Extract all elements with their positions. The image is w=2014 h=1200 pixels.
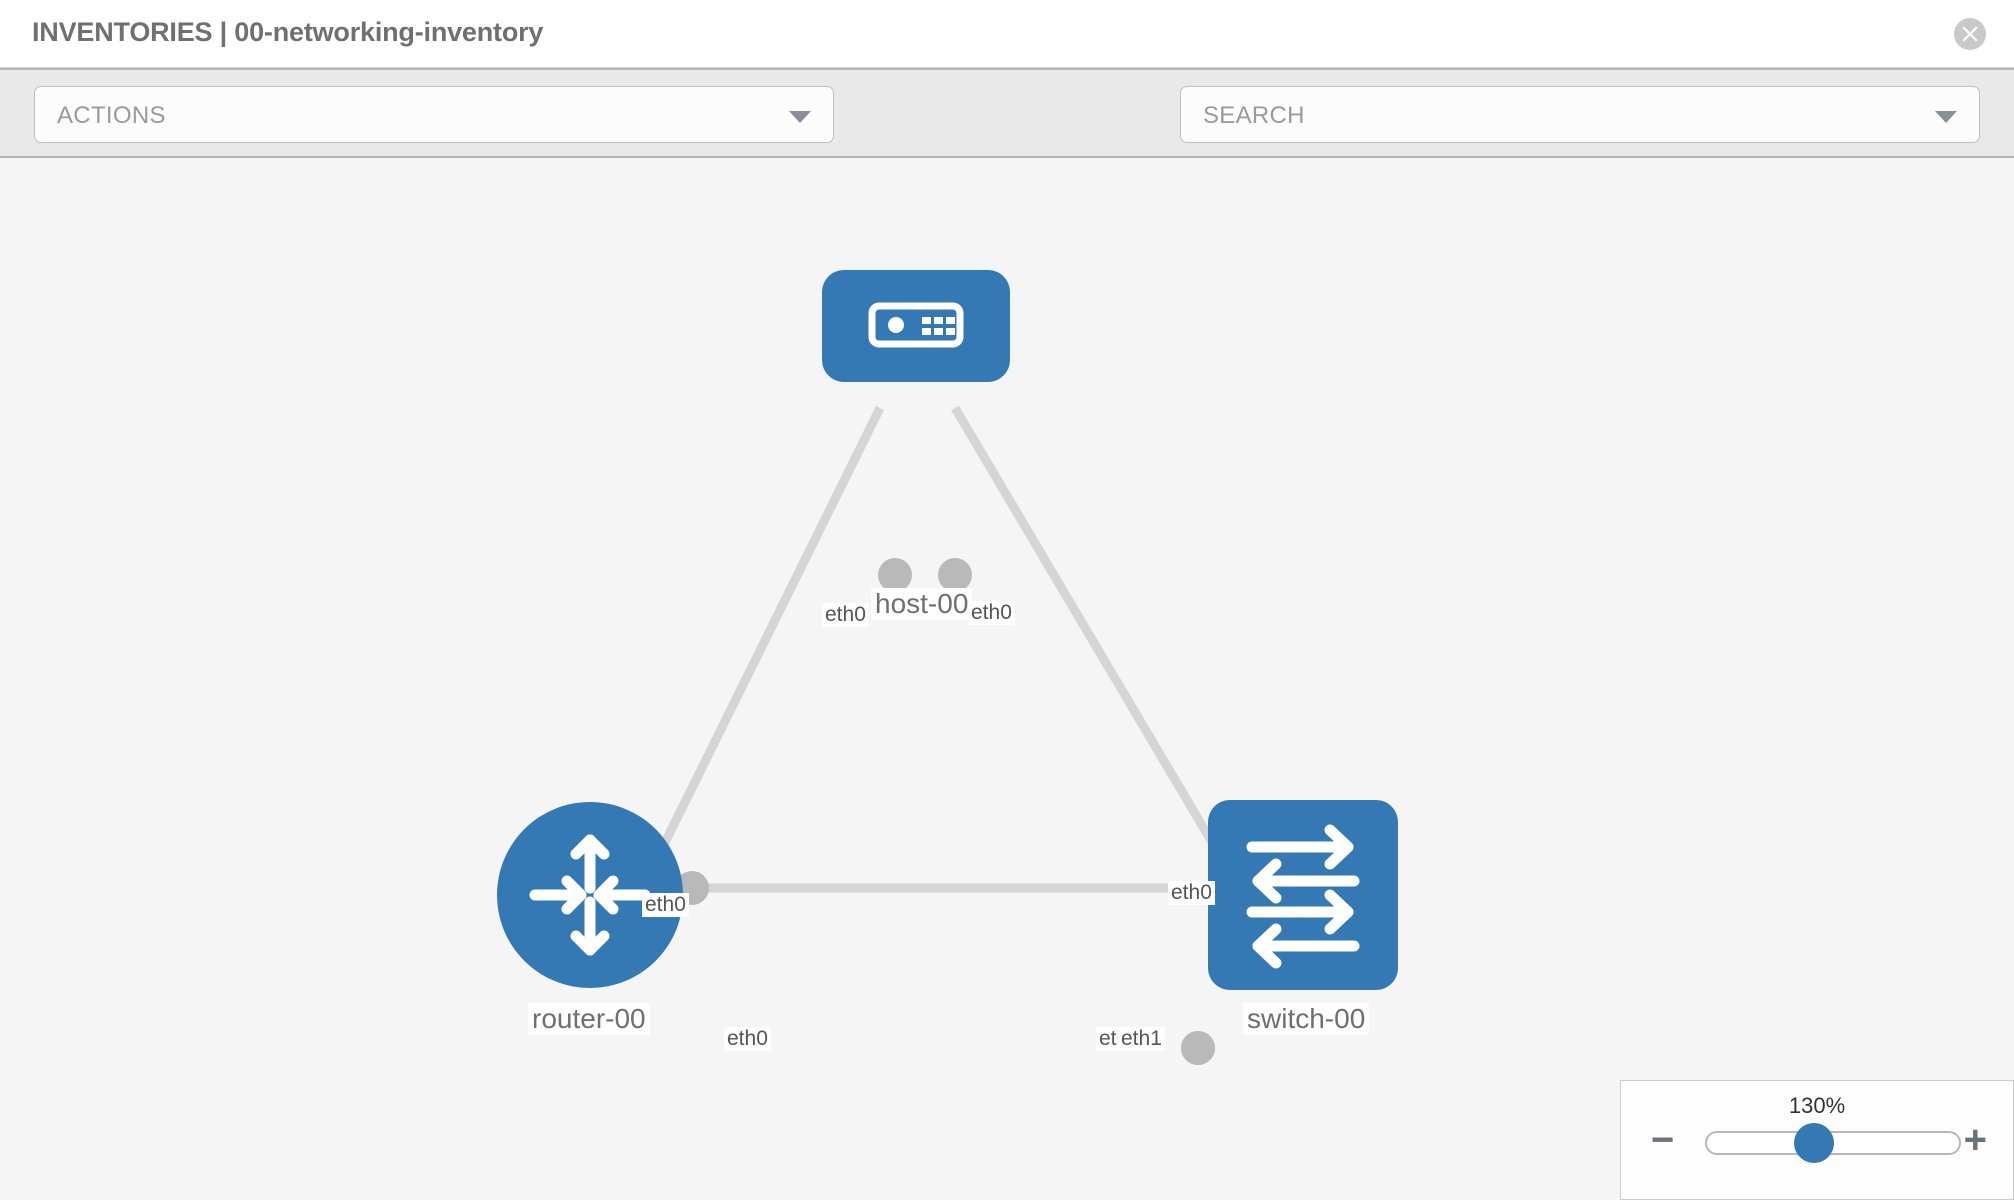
chevron-down-icon <box>1935 111 1957 123</box>
interface-label-router-switch: eth0 <box>724 1027 771 1051</box>
interface-label-host-switch: eth0 <box>968 601 1015 625</box>
interface-label-switch-router-b: eth1 <box>1118 1027 1165 1051</box>
topology-node-router-00[interactable] <box>497 802 683 988</box>
connector-host-left[interactable] <box>878 558 912 592</box>
switch-icon[interactable] <box>1208 800 1398 990</box>
node-label-router-00: router-00 <box>528 1003 650 1035</box>
topology-edges <box>635 405 1249 901</box>
node-label-switch-00: switch-00 <box>1243 1003 1370 1035</box>
topology-node-host-00[interactable] <box>822 270 1010 382</box>
zoom-level-value: 130% <box>1788 1093 1846 1118</box>
topology-canvas[interactable]: host-00 <box>0 158 2014 1200</box>
window-header: INVENTORIES | 00-networking-inventory <box>0 0 2014 68</box>
close-icon[interactable] <box>1954 18 1986 50</box>
connector-switch-left2[interactable] <box>1181 1031 1215 1065</box>
router-icon[interactable] <box>497 802 683 988</box>
toolbar: ACTIONS SEARCH <box>0 68 2014 203</box>
interface-label-switch-host: eth0 <box>1168 881 1215 905</box>
search-placeholder: SEARCH <box>1203 102 1305 129</box>
chevron-down-icon <box>789 111 811 123</box>
server-icon[interactable] <box>822 270 1010 382</box>
actions-dropdown-label: ACTIONS <box>57 102 166 129</box>
actions-dropdown[interactable]: ACTIONS <box>34 86 834 143</box>
zoom-control-panel: 130% − + <box>1620 1080 2014 1200</box>
node-label-host-00: host-00 <box>871 588 973 620</box>
interface-label-router-host: eth0 <box>642 893 689 917</box>
minus-icon[interactable]: − <box>1651 1118 1675 1162</box>
topology-node-switch-00[interactable] <box>1208 800 1398 990</box>
search-input[interactable]: SEARCH <box>1180 86 1980 143</box>
connector-host-right[interactable] <box>938 558 972 592</box>
page-title: INVENTORIES | 00-networking-inventory <box>32 17 544 47</box>
zoom-slider-thumb[interactable] <box>1794 1123 1834 1163</box>
plus-icon[interactable]: + <box>1963 1118 1987 1162</box>
interface-label-host-router: eth0 <box>822 603 869 627</box>
